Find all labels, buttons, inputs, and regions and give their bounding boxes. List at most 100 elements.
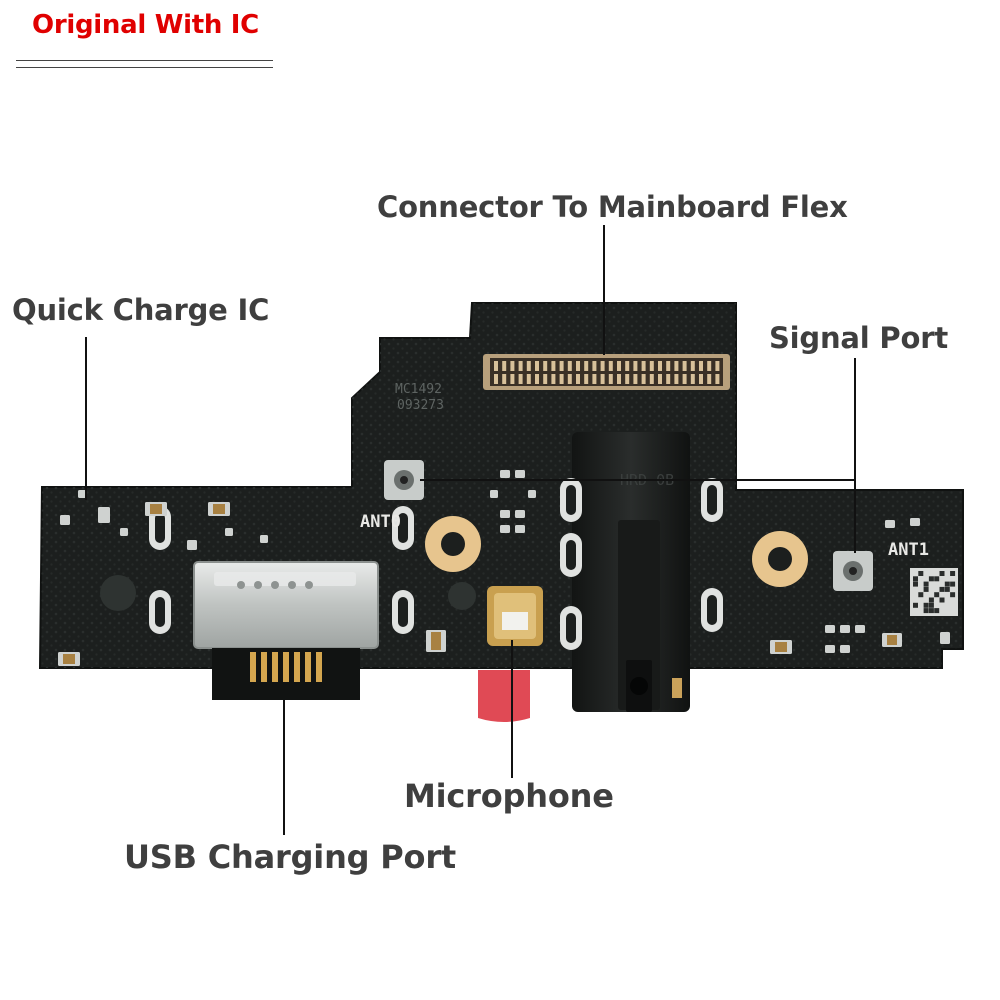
qr-cell: [923, 602, 929, 608]
connector-pin: [707, 374, 712, 384]
usb-pin: [316, 652, 322, 682]
plated-slot: [392, 506, 414, 550]
plated-slots: [149, 478, 723, 650]
plated-slot: [560, 478, 582, 522]
plated-slot: [560, 606, 582, 650]
qr-cell: [950, 581, 956, 587]
smd-part: [260, 535, 268, 543]
connector-pin: [535, 361, 539, 371]
callout-signal-port: Signal Port: [769, 321, 948, 355]
smd-part-core: [431, 632, 441, 650]
connector-pin: [510, 374, 515, 384]
plated-slot: [392, 590, 414, 634]
plated-slot: [701, 588, 723, 632]
connector-pin: [699, 361, 703, 371]
connector-pin: [617, 361, 621, 371]
smd-part: [187, 540, 197, 550]
qr-cell: [934, 592, 940, 598]
mount-ring-left: [425, 516, 481, 572]
smd-part: [515, 470, 525, 478]
qr-cell: [944, 581, 950, 587]
usb-pin: [305, 652, 311, 682]
plated-slot: [149, 506, 171, 550]
usb-pin: [294, 652, 300, 682]
qr-cell: [923, 608, 929, 614]
smd-part: [490, 490, 498, 498]
smd-part: [225, 528, 233, 536]
slot-hole: [566, 485, 576, 515]
audio-jack-icon: [572, 432, 690, 712]
connector-pin: [518, 361, 523, 371]
mount-ring-right: [752, 531, 808, 587]
qr-cell: [928, 602, 934, 608]
qr-cell: [923, 586, 929, 592]
smd-part: [885, 520, 895, 528]
smd-part: [98, 507, 110, 523]
smd-part: [840, 645, 850, 653]
qr-cell: [928, 597, 934, 603]
connector-pin: [559, 361, 564, 371]
smd-part: [500, 470, 510, 478]
qr-cell: [934, 576, 940, 582]
connector-pin: [674, 361, 679, 371]
connector-pin: [682, 374, 687, 384]
usb-pin: [272, 652, 278, 682]
connector-pin: [649, 361, 654, 371]
qr-cell: [913, 581, 918, 587]
connector-pin: [699, 374, 703, 384]
slot-hole: [398, 597, 408, 627]
connector-pin: [576, 374, 580, 384]
qr-cell: [913, 602, 918, 608]
smd-components: [58, 470, 950, 666]
callout-lines: [85, 225, 856, 835]
smd-part: [60, 515, 70, 525]
antenna-port-icon-2: [833, 551, 873, 591]
connector-pin: [690, 374, 695, 384]
callout-microphone: Microphone: [404, 777, 614, 815]
usb-c-port-icon: [193, 561, 379, 700]
plated-slot: [149, 590, 171, 634]
smd-part-core: [775, 642, 787, 652]
original-with-ic-badge: Original With IC: [32, 10, 259, 40]
connector-pin: [543, 361, 548, 371]
callout-quick-charge: Quick Charge IC: [12, 293, 270, 327]
smd-part: [500, 510, 510, 518]
qr-code-patch: [910, 568, 958, 616]
hole-left: [100, 575, 136, 611]
smd-part: [940, 632, 950, 644]
slot-hole: [398, 513, 408, 543]
microphone-icon: [487, 586, 543, 646]
qr-cell: [928, 576, 934, 582]
plated-slot: [560, 533, 582, 577]
qr-cell: [939, 586, 945, 592]
smd-part: [855, 625, 865, 633]
smd-part: [500, 525, 510, 533]
connector-pin: [526, 374, 531, 384]
connector-pin: [600, 361, 605, 371]
connector-pin: [658, 374, 662, 384]
connector-pin: [649, 374, 654, 384]
connector-pin: [625, 374, 630, 384]
mic-flex-tab: [478, 670, 530, 722]
usb-pin: [250, 652, 256, 682]
connector-pin: [641, 361, 646, 371]
connector-pin: [592, 361, 597, 371]
smd-part: [825, 625, 835, 633]
plated-slot: [701, 478, 723, 522]
usb-pin: [283, 652, 289, 682]
connector-pin: [567, 361, 572, 371]
connector-pin: [584, 361, 589, 371]
connector-pin: [715, 361, 720, 371]
qr-cell: [934, 608, 940, 614]
qr-cell: [928, 608, 934, 614]
connector-pin: [502, 374, 507, 384]
connector-pin: [608, 374, 613, 384]
ant0-silk: ANT0: [360, 512, 401, 532]
smd-part-core: [887, 635, 897, 645]
connector-pin: [666, 374, 671, 384]
smd-part: [515, 525, 525, 533]
smd-part: [78, 490, 86, 498]
hole-mid: [448, 582, 476, 610]
connector-pin: [633, 374, 638, 384]
connector-pin: [641, 374, 646, 384]
